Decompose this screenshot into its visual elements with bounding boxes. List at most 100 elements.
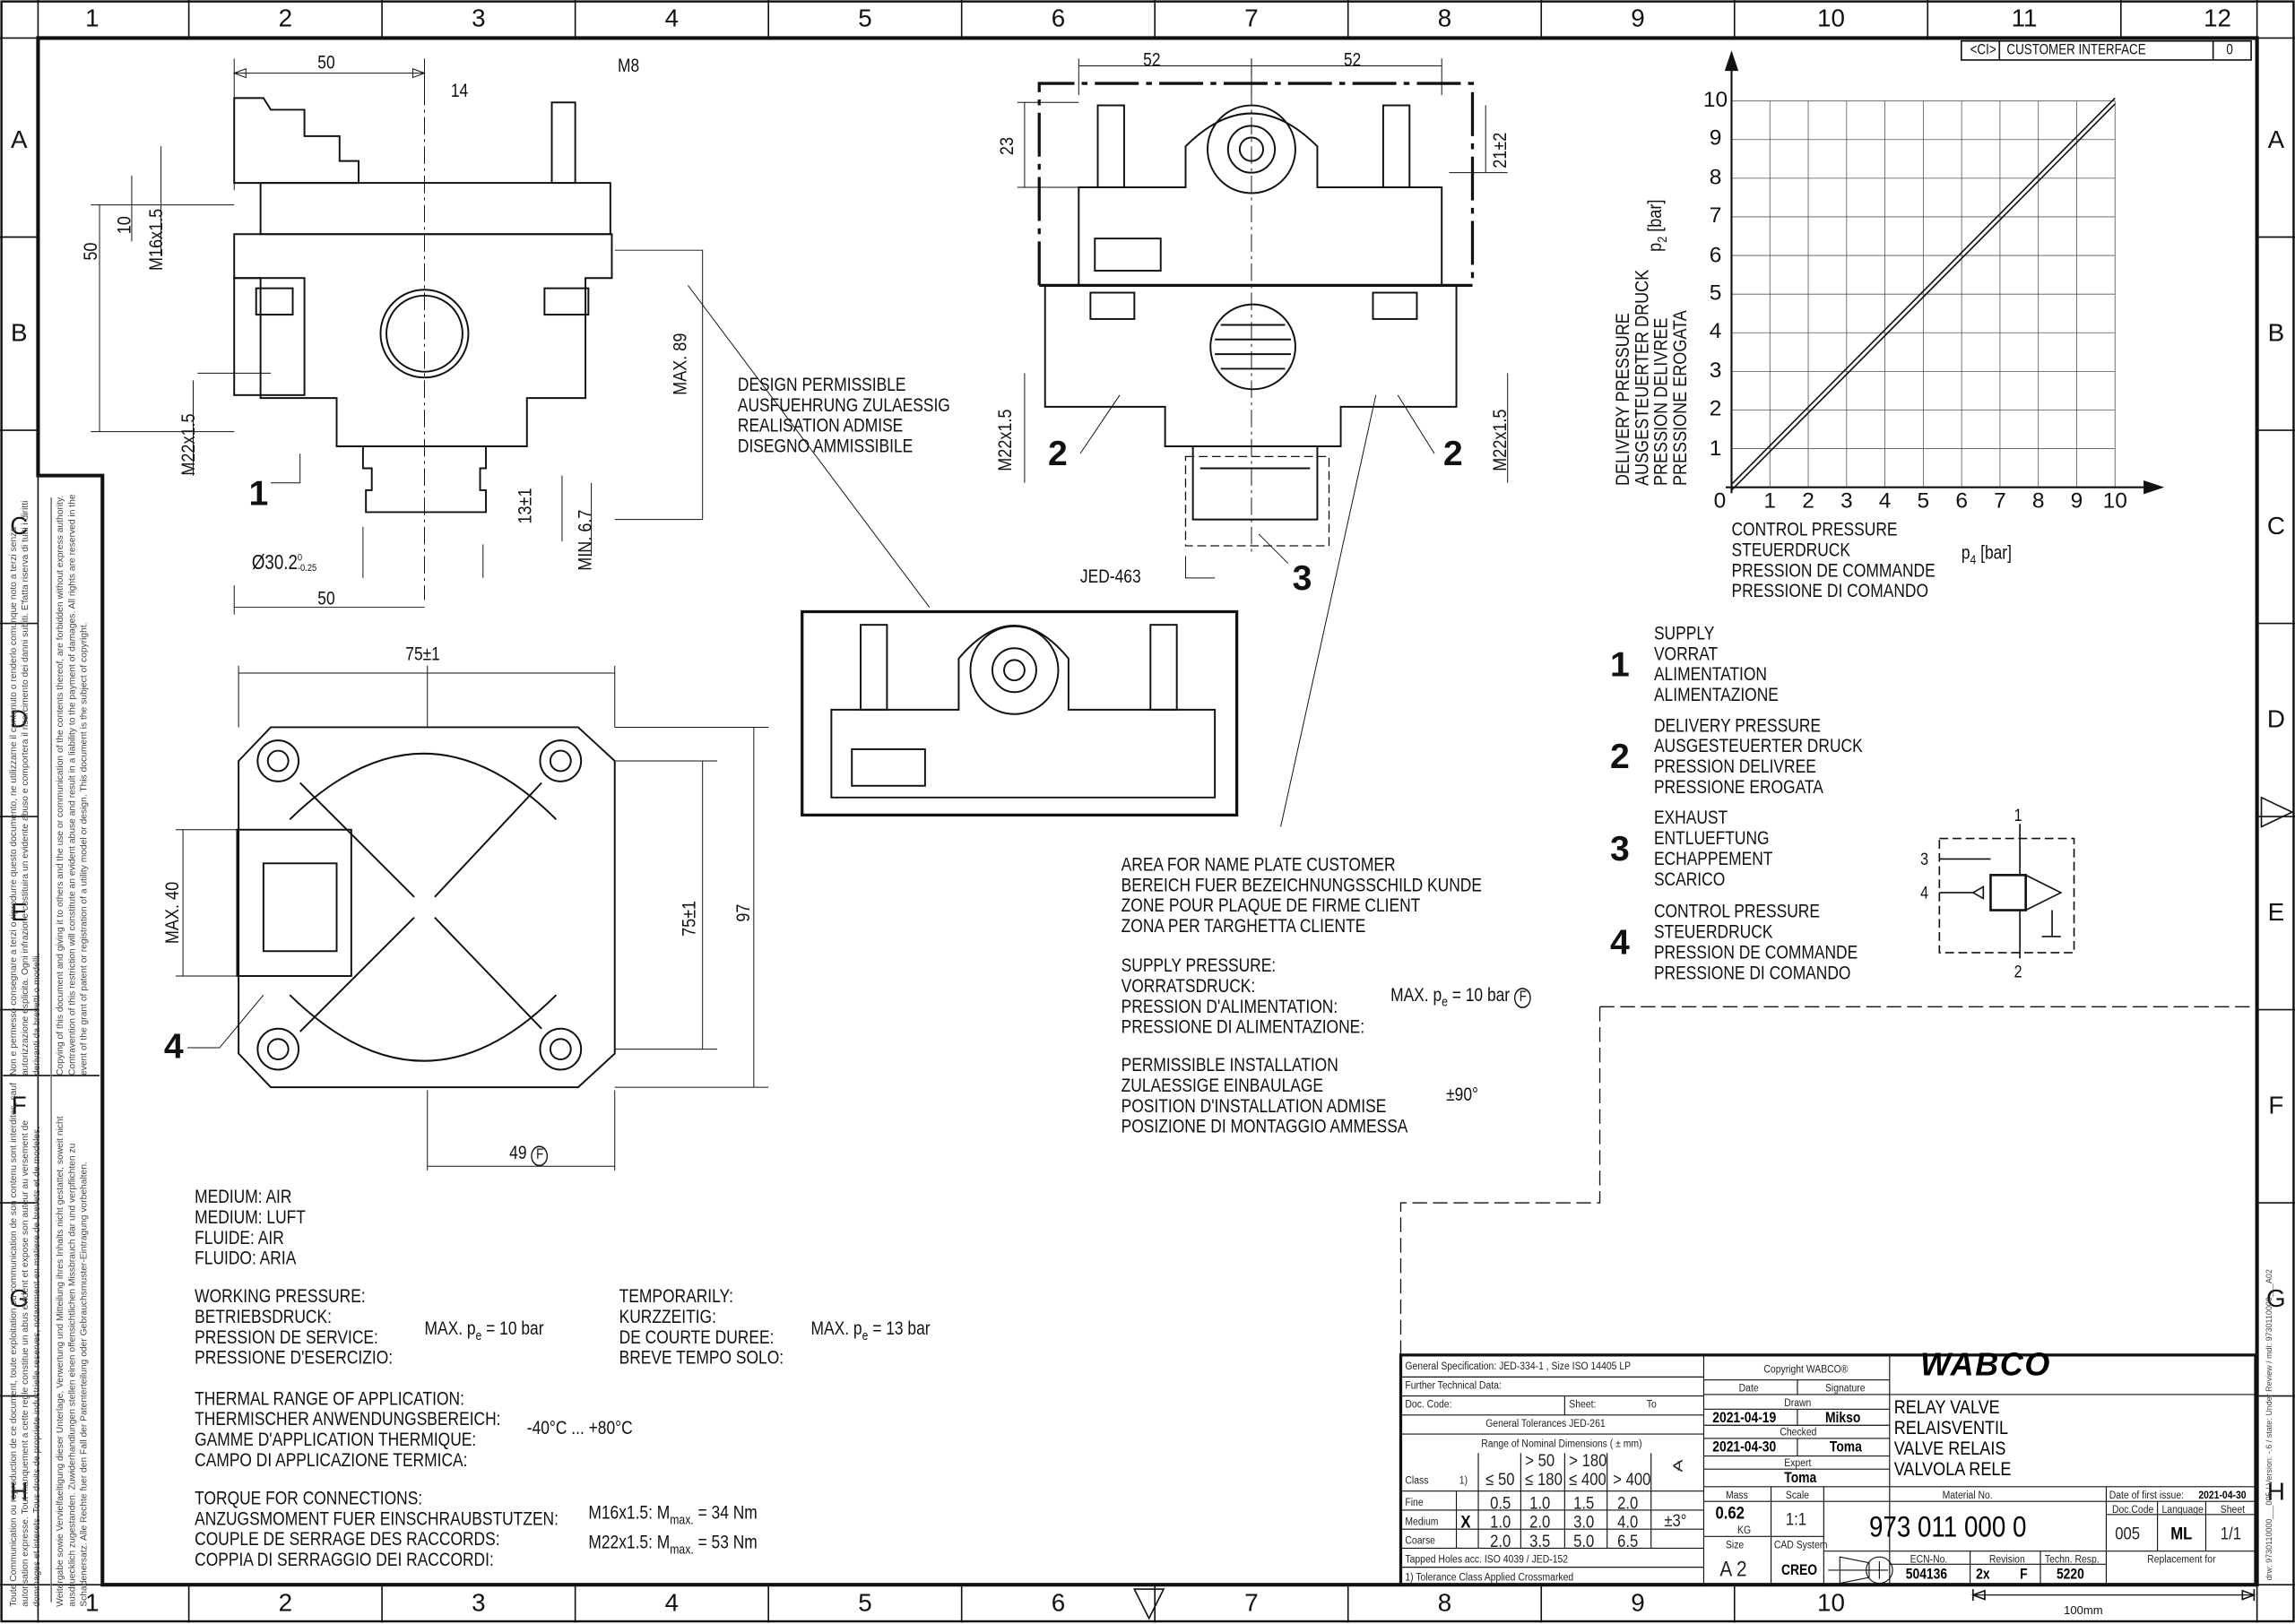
replacement-label: Replacement for [2147, 1552, 2216, 1566]
doc-code-header: Doc.Code [2111, 1502, 2154, 1516]
scale-label: Scale [1785, 1488, 1809, 1502]
language-label: Language [2161, 1502, 2204, 1516]
dim-52-right: 52 [1343, 48, 1362, 71]
range-header-bottom: > 400 [1613, 1469, 1651, 1490]
dim-m8: M8 [617, 54, 640, 76]
tq22-prefix: M22x1.5: M [588, 1530, 671, 1553]
note-name-plate-line: ZONE POUR PLAQUE DE FIRME CLIENT [1121, 894, 1421, 917]
tolerance-value: 2.0 [1529, 1511, 1551, 1533]
port-description-line: PRESSION DE COMMANDE [1653, 940, 1858, 963]
note-installation-line: POSITION D'INSTALLATION ADMISE [1121, 1094, 1387, 1117]
chart-x-tick-label: 6 [1955, 488, 1968, 514]
zone-column-label: 9 [1631, 1589, 1645, 1618]
dim-width-top: 50 [317, 51, 335, 73]
note-design-permissible-line: REALISATION ADMISE [737, 414, 904, 436]
thermal-value: -40°C ... +80°C [526, 1416, 633, 1438]
port-description-line: PRESSION DELIVREE [1653, 755, 1816, 777]
tolerance-class-label: Fine [1405, 1495, 1424, 1509]
torque-m16-value: M16x1.5: Mmax. = 34 Nm [588, 1501, 758, 1530]
checked-date: 2021-04-30 [1712, 1439, 1777, 1456]
zone-column-label: 4 [664, 1589, 680, 1618]
zone-column-label: 7 [1244, 1589, 1259, 1618]
chart-x-tick-label: 8 [2031, 488, 2045, 514]
port-number: 2 [1609, 737, 1630, 777]
sv-suffix: = 10 bar [1447, 983, 1511, 1006]
first-issue-date: 2021-04-30 [2198, 1488, 2247, 1502]
product-title-line: RELAISVENTIL [1893, 1416, 2009, 1438]
zone-row-label: F [2268, 1091, 2284, 1120]
angle-tolerance: ±3° [1664, 1509, 1687, 1531]
dim-m22-left: M22x1.5 [993, 409, 1017, 471]
note-temporarily-line: DE COURTE DUREE: [619, 1326, 775, 1348]
note-supply-pressure-line: PRESSION D'ALIMENTATION: [1121, 995, 1338, 1017]
material-number: 973 011 000 0 [1868, 1511, 2027, 1544]
sheet-value: 1/1 [2220, 1523, 2241, 1544]
document-id-strip: drw: 9730110000___005 / Version: -.6 / s… [2265, 1269, 2275, 1581]
port-number: 3 [1609, 829, 1630, 869]
note-working-pressure-line: PRESSIONE D'ESERCIZIO: [195, 1346, 394, 1369]
chart-x-tick-label: 10 [2102, 488, 2127, 514]
wp-prefix: MAX. p [424, 1317, 476, 1339]
note-name-plate-line: ZONA PER TARGHETTA CLIENTE [1121, 914, 1366, 937]
chart-y-tick-label: 1 [1709, 435, 1722, 461]
note-design-permissible-line: AUSFUEHRUNG ZULAESSIG [737, 393, 950, 416]
x-unit-sub: 4 [1970, 552, 1977, 567]
sv-sub: e [1442, 994, 1448, 1009]
note-supply-pressure-line: PRESSIONE DI ALIMENTAZIONE: [1121, 1015, 1365, 1038]
legal-notice-french: Toute Communication ou reproduction de c… [8, 1083, 43, 1607]
chart-axis-arrowheads [1724, 50, 2165, 495]
symbol-port-4: 4 [1920, 882, 1929, 903]
zone-column-label: 6 [1051, 4, 1066, 32]
chart-x-unit: p4 [bar] [1962, 542, 2012, 570]
zone-column-label: 3 [472, 4, 486, 32]
scale-bar-label: 100mm [2064, 1603, 2103, 1618]
zone-row-label: D [2266, 704, 2285, 733]
class-label: Class [1405, 1473, 1429, 1487]
zone-row-label: H [2266, 1478, 2285, 1507]
general-spec: General Specification: JED-334-1 , Size … [1405, 1359, 1632, 1373]
dim-max-89: MAX. 89 [669, 333, 691, 395]
ci-label: CUSTOMER INTERFACE [2006, 42, 2146, 59]
dim-97: 97 [732, 903, 754, 922]
dim-14: 14 [450, 79, 469, 101]
chart-series-line [1730, 103, 2116, 491]
chart-y-axis-label: PRESSIONE EROGATA [1668, 310, 1691, 487]
chart-y-tick-label: 7 [1709, 203, 1722, 229]
product-title-line: VALVOLA RELE [1893, 1457, 2012, 1480]
zone-column-label: 9 [1631, 4, 1645, 32]
callout-2-left: 2 [1048, 434, 1068, 474]
zone-column-label: 4 [664, 4, 680, 32]
range-header-bottom: ≤ 50 [1485, 1469, 1515, 1490]
port-description-line: EXHAUST [1653, 806, 1728, 829]
further-data: Further Technical Data: [1405, 1378, 1502, 1392]
product-title-line: RELAY VALVE [1893, 1395, 2000, 1419]
tolerance-value: 5.0 [1573, 1530, 1595, 1551]
range-header-bottom: ≤ 180 [1525, 1469, 1563, 1490]
function-mark-f: F [531, 1145, 549, 1167]
front-view-drawing [1017, 58, 1509, 579]
dim-diameter-tolerance: 0-0.25 [298, 554, 316, 574]
revision-value: F [2020, 1567, 2028, 1584]
note-supply-pressure-line: VORRATSDRUCK: [1121, 974, 1256, 997]
function-mark-f: F [1514, 988, 1532, 1008]
tq22-sub: max. [670, 1542, 694, 1557]
dim-10: 10 [112, 216, 135, 235]
note-working-pressure-line: BETRIEBSDRUCK: [195, 1305, 332, 1327]
note-thermal-line: GAMME D'APPLICATION THERMIQUE: [195, 1428, 477, 1451]
zone-column-label: 12 [2204, 4, 2231, 32]
legal-notice-german: Weitergabe sowie Vervielfaeltigung diese… [56, 1116, 90, 1607]
tq16-suffix: = 34 Nm [693, 1501, 758, 1524]
size-label: Size [1725, 1537, 1745, 1551]
zone-row-label: G [2266, 1284, 2286, 1313]
port-description-line: PRESSIONE DI COMANDO [1653, 961, 1851, 984]
zone-row-label: F [11, 1091, 27, 1120]
zone-column-label: 2 [278, 1589, 293, 1618]
port-description-line: VORRAT [1653, 642, 1719, 665]
note-working-pressure-line: WORKING PRESSURE: [195, 1284, 366, 1308]
zone-column-label: 2 [278, 4, 293, 32]
expert: Toma [1784, 1470, 1817, 1487]
chart-y-tick-label: 3 [1709, 358, 1722, 384]
